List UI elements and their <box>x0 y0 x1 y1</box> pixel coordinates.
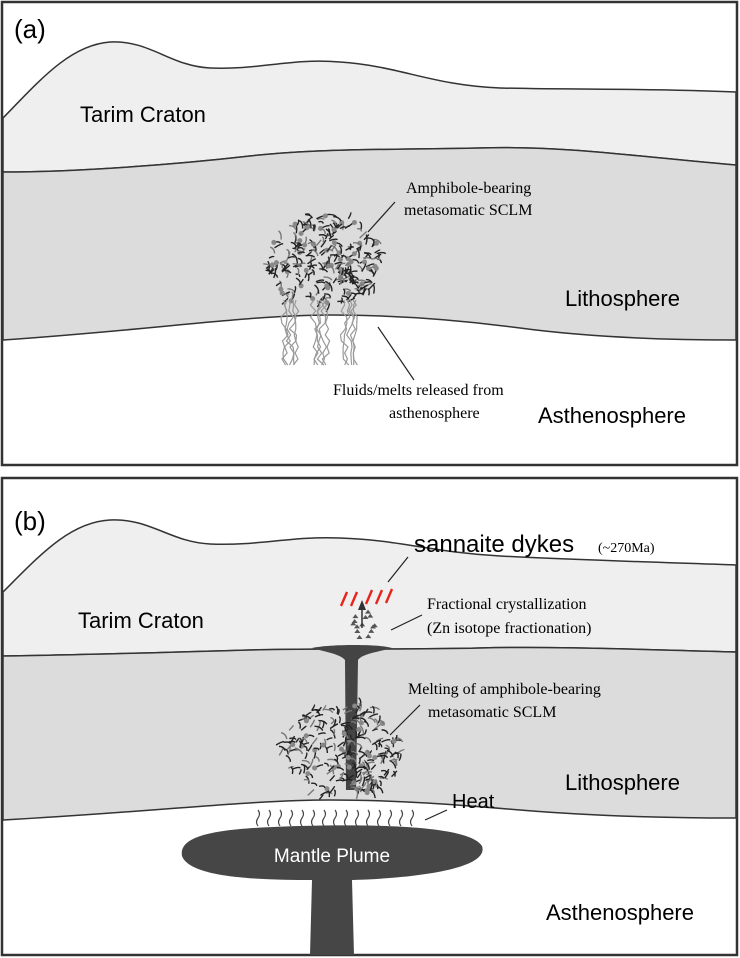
metasomatic-sclm-texture <box>263 211 387 313</box>
fractional-crystals <box>350 609 378 639</box>
sannaite-dykes-icon <box>339 588 394 607</box>
magma-conduit <box>312 645 392 790</box>
fractional-label-line2: (Zn isotope fractionation) <box>427 620 591 637</box>
heat-waves <box>255 809 415 827</box>
melting-leader-line <box>389 704 421 736</box>
dykes-leader-line <box>387 556 409 583</box>
fluids-label-line2: asthenosphere <box>389 405 480 422</box>
panel-a-lithosphere <box>2 146 737 341</box>
mantle-plume <box>181 825 483 955</box>
heat-leader-line <box>424 809 448 821</box>
tarim-craton-label-a: Tarim Craton <box>80 102 206 127</box>
heat-label: Heat <box>452 791 495 813</box>
fractional-label-line1: Fractional crystallization <box>427 596 587 613</box>
lithosphere-label-b: Lithosphere <box>565 770 680 795</box>
fluid-streaks <box>280 299 358 366</box>
asthenosphere-label-a: Asthenosphere <box>538 403 686 428</box>
melting-label-line2: metasomatic SCLM <box>428 704 556 721</box>
mantle-plume-label: Mantle Plume <box>274 846 390 867</box>
panel-b-lithosphere <box>2 646 737 821</box>
panel-b-label: (b) <box>14 506 46 536</box>
fluids-label-line1: Fluids/melts released from <box>333 382 504 399</box>
amphibole-label-line2: metasomatic SCLM <box>404 202 532 219</box>
sannaite-dykes-label: sannaite dykes <box>414 531 574 558</box>
fluids-leader-line <box>377 326 415 381</box>
ascent-arrow-head <box>358 600 366 610</box>
tarim-craton-label-b: Tarim Craton <box>78 608 204 633</box>
amphibole-label-line1: Amphibole-bearing <box>406 180 531 197</box>
melting-sclm-texture <box>275 697 405 800</box>
panel-a: (a) Tarim Craton Amphibole-bearing metas… <box>0 0 739 467</box>
melting-label-line1: Melting of amphibole-bearing <box>408 681 601 698</box>
fractional-leader-line <box>390 614 423 631</box>
dykes-age-label: (~270Ma) <box>598 541 655 556</box>
asthenosphere-label-b: Asthenosphere <box>546 900 694 925</box>
lithosphere-label-a: Lithosphere <box>565 286 680 311</box>
amphibole-leader-line <box>367 201 396 233</box>
panel-a-label: (a) <box>14 14 46 44</box>
panel-b: (b) sannaite dykes (~270Ma) Tarim Craton… <box>0 476 739 957</box>
